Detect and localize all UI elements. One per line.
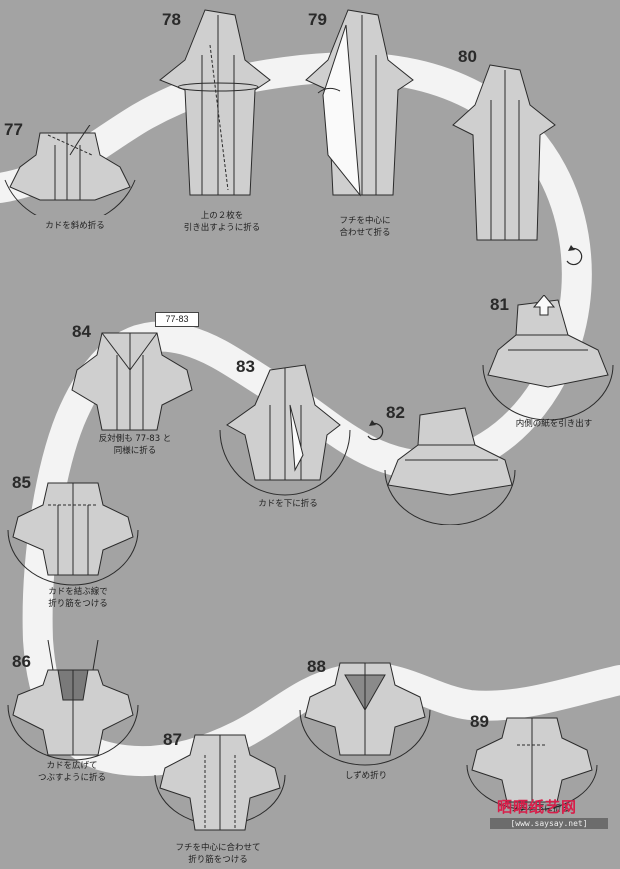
step-number: 86 <box>12 652 31 671</box>
fold-figure-86 <box>7 640 139 761</box>
step-number: 85 <box>12 473 31 492</box>
step-caption: フチを中心に 合わせて折る <box>339 216 391 238</box>
fold-figure-81 <box>482 295 614 420</box>
turn-over-icon <box>566 245 583 266</box>
step-caption: カドを広げて つぶすように折る <box>37 761 107 783</box>
fold-figure-80 <box>452 64 556 241</box>
fold-figure-89 <box>466 717 598 810</box>
step-number: 82 <box>386 403 405 422</box>
step-caption: フチを中心に合わせて 折り筋をつける <box>175 843 261 865</box>
step-number: 81 <box>490 295 509 314</box>
step-caption: カドを結ぶ線で 折り筋をつける <box>48 587 108 609</box>
step-number: 88 <box>307 657 326 676</box>
fold-figure-87 <box>154 734 286 831</box>
step-number: 84 <box>72 322 91 341</box>
step-caption: カドを下に折る <box>258 499 318 509</box>
step-number: 77 <box>4 120 23 139</box>
fold-figure-77 <box>4 125 136 215</box>
step-caption: 上の２枚を 引き出すように折る <box>183 211 261 233</box>
fold-figure-85 <box>7 482 139 586</box>
step-number: 78 <box>162 10 181 29</box>
step-caption: 反対側も 77-83 と 同様に折る <box>98 434 172 456</box>
fold-figure-84 <box>71 332 193 431</box>
step-number: 83 <box>236 357 255 376</box>
step-number: 87 <box>163 730 182 749</box>
fold-figure-78 <box>159 9 271 196</box>
fold-figure-82 <box>384 407 516 525</box>
fold-figure-79 <box>305 9 414 197</box>
step-number: 89 <box>470 712 489 731</box>
step-range-reference-box: 77-83 <box>155 312 199 327</box>
fold-figure-83 <box>219 364 351 496</box>
turn-over-icon <box>367 420 384 441</box>
step-caption: 内側の紙を引き出す <box>515 419 593 429</box>
watermark-url: [www.saysay.net] <box>490 818 608 829</box>
watermark-title: 晒晒纸艺网 <box>497 798 578 816</box>
fold-figure-88 <box>299 662 431 766</box>
step-caption: しずめ折り <box>344 771 388 781</box>
step-caption: カドを斜め折る <box>45 221 105 231</box>
step-number: 80 <box>458 47 477 66</box>
step-caption: フチを下に折る <box>510 804 570 814</box>
step-number: 79 <box>308 10 327 29</box>
